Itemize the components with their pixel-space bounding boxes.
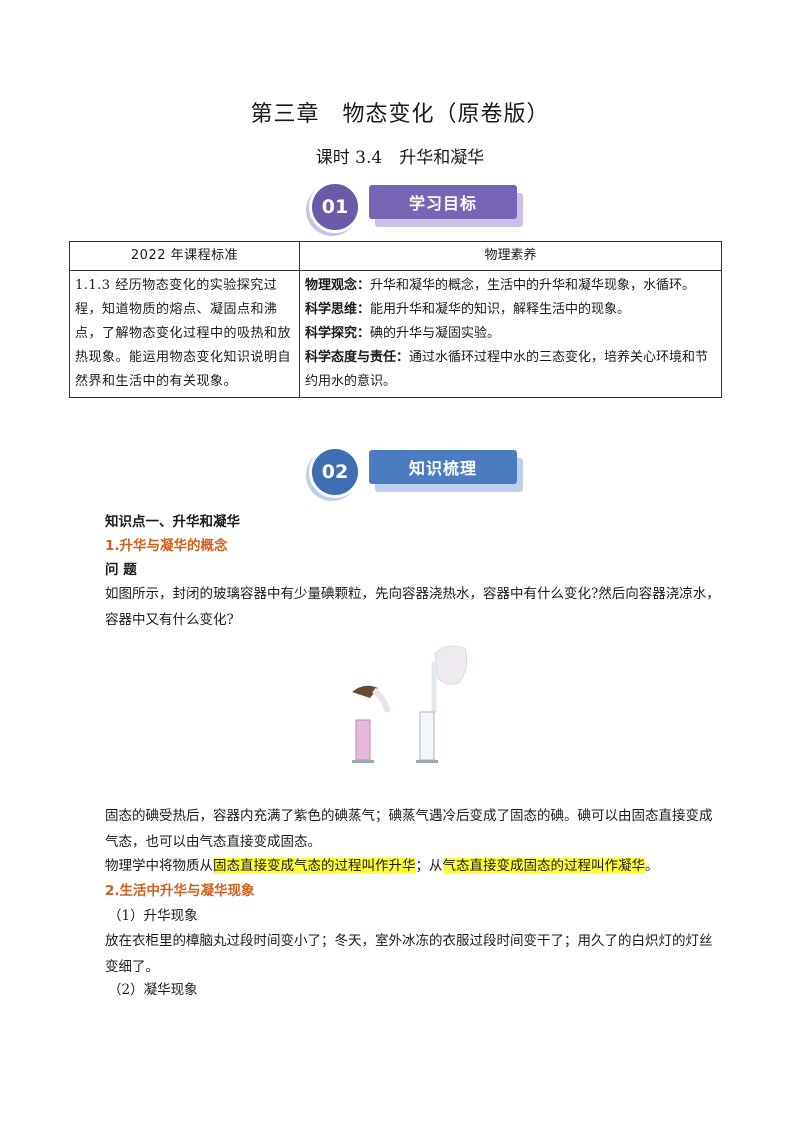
lesson-subtitle: 课时 3.4 升华和凝华 [315, 148, 485, 168]
literacy-text: 能用升华和凝华的知识，解释生活中的现象。 [370, 302, 631, 317]
item2-label: （2）凝华现象 [108, 982, 198, 998]
subsection-title-1: 1.升华与凝华的概念 [105, 538, 228, 554]
literacy-key: 科学思维： [305, 302, 371, 317]
table-header-standard: 2022 年课程标准 [69, 241, 300, 271]
question-paragraph: 如图所示，封闭的玻璃容器中有少量碘颗粒，先向容器浇热水，容器中有什么变化?然后向… [105, 586, 720, 628]
explanation-paragraph: 固态的碘受热后，容器内充满了紫色的碘蒸气；碘蒸气遇冷后变成了固态的碘。碘可以由固… [105, 808, 713, 850]
container-left [355, 719, 371, 761]
literacy-item: 物理观念：升华和凝华的概念，生活中的升华和凝华现象，水循环。 [305, 274, 716, 298]
page-title: 第三章 物态变化（原卷版） [250, 102, 550, 127]
iodine-experiment-figure [352, 645, 467, 763]
table-cell-literacy: 物理观念：升华和凝华的概念，生活中的升华和凝华现象，水循环。 科学思维：能用升华… [299, 270, 722, 398]
table-cell-standard: 1.1.3 经历物态变化的实验探究过程，知道物质的熔点、凝固点和沸点，了解物态变… [69, 270, 300, 398]
funnel-left [352, 685, 378, 698]
literacy-text: 碘的升华与凝固实验。 [370, 326, 501, 341]
banner-label: 学习目标 [369, 185, 517, 219]
literacy-key: 物理观念： [305, 278, 371, 293]
table-header-literacy: 物理素养 [299, 241, 722, 271]
curriculum-standards-table: 2022 年课程标准 物理素养 1.1.3 经历物态变化的实验探究过程，知道物质… [69, 241, 722, 398]
definition-sublimation: 固态直接变成气态的过程叫作升华 [213, 858, 416, 874]
water-stream-left [372, 687, 391, 713]
literacy-item: 科学思维：能用升华和凝华的知识，解释生活中的现象。 [305, 298, 716, 322]
definition-desublimation: 气态直接变成固态的过程叫作凝华 [442, 858, 645, 874]
knowledge-point-title: 知识点一、升华和凝华 [105, 514, 240, 530]
item1-label: （1）升华现象 [108, 908, 198, 924]
literacy-key: 科学态度与责任： [305, 350, 410, 365]
subsection-title-2: 2.生活中升华与凝华现象 [105, 883, 255, 899]
literacy-text: 升华和凝华的概念，生活中的升华和凝华现象，水循环。 [370, 278, 696, 293]
literacy-item: 科学态度与责任：通过水循环过程中水的三态变化，培养关心环境和节约用水的意识。 [305, 346, 716, 394]
item1-paragraph: 放在衣柜里的樟脑丸过段时间变小了；冬天，室外冰冻的衣服过段时间变干了；用久了的白… [105, 933, 713, 975]
definition-end: 。 [645, 858, 659, 874]
hand-right [434, 645, 467, 685]
banner-number: 02 [309, 446, 361, 498]
container-right [419, 711, 435, 761]
section-banner-objectives: 学习目标 01 [309, 181, 524, 233]
definition-middle: ；从 [415, 858, 443, 874]
banner-number: 01 [309, 181, 361, 233]
banner-label: 知识梳理 [369, 450, 517, 484]
definition-prefix: 物理学中将物质从 [105, 858, 213, 874]
literacy-text: 通过水循环过程中水的三态变化，培养关心环境和节约用水的意识。 [305, 350, 709, 389]
container-base-left [352, 760, 374, 763]
container-base-right [416, 760, 438, 763]
definition-paragraph: 物理学中将物质从固态直接变成气态的过程叫作升华；从气态直接变成固态的过程叫作凝华… [105, 853, 735, 879]
literacy-key: 科学探究： [305, 326, 371, 341]
section-banner-knowledge: 知识梳理 02 [309, 446, 524, 498]
literacy-item: 科学探究：碘的升华与凝固实验。 [305, 322, 716, 346]
question-label: 问 题 [105, 562, 137, 578]
